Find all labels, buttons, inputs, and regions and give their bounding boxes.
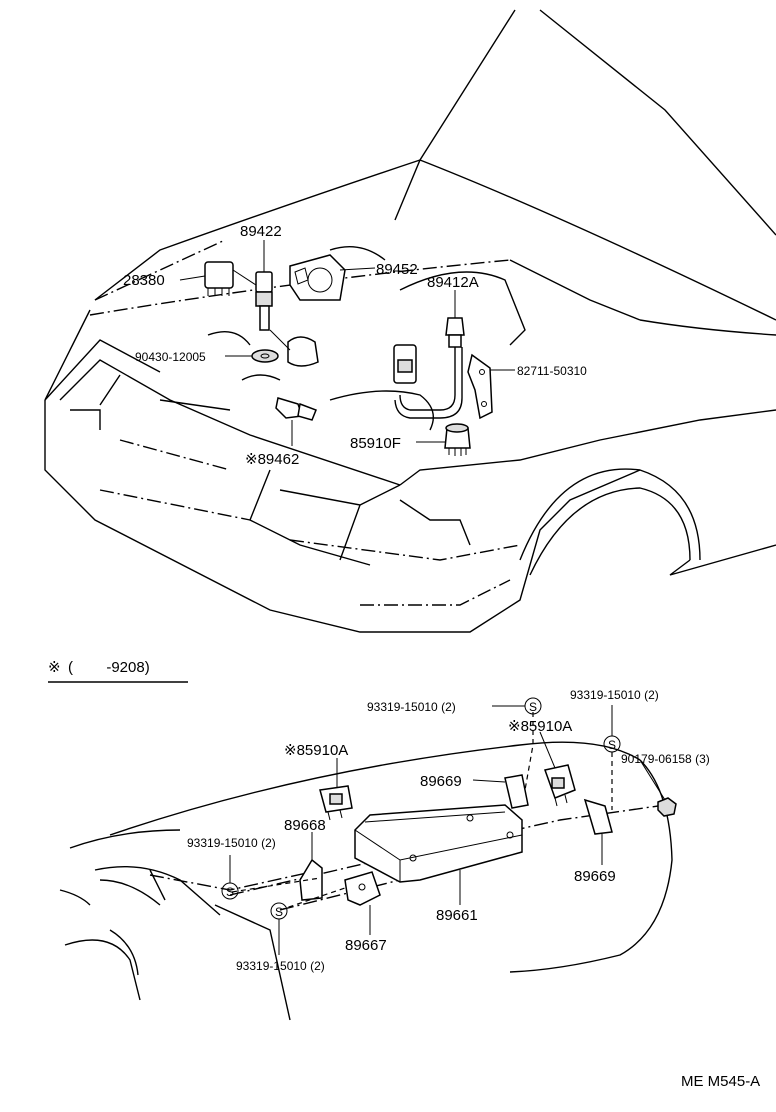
connector-85910F-drawing	[444, 423, 471, 456]
label-90430-12005: 90430-12005	[135, 350, 206, 364]
drawing-code: ME M545-A	[681, 1073, 760, 1090]
screw-bottom-mark: S	[275, 905, 283, 919]
screws: S S S S	[221, 697, 621, 955]
label-90179-06158: 90179-06158 (3)	[621, 752, 710, 766]
screw-bottom: S	[270, 902, 288, 920]
screw-right-mark: S	[608, 738, 616, 752]
ecu-89661-drawing	[354, 804, 523, 883]
label-89669-top: 89669	[420, 773, 462, 790]
relay-85910A-left-drawing	[319, 785, 353, 821]
sensor-89422-drawing	[255, 271, 273, 331]
sensor-89462-drawing	[275, 397, 317, 421]
nut-90179-drawing	[657, 797, 677, 817]
label-89412A: 89412A	[427, 274, 479, 291]
upper-car-outline	[44, 9, 776, 633]
label-93319-top: 93319-15010 (2)	[367, 700, 456, 714]
bracket-89667-drawing	[344, 871, 381, 906]
screw-left-mark: S	[226, 885, 234, 899]
label-85910A-center: ※85910A	[508, 718, 572, 735]
label-85910F: 85910F	[350, 435, 401, 452]
lower-parts	[231, 712, 677, 935]
bracket-82711-drawing	[467, 353, 493, 420]
label-89422: 89422	[240, 223, 282, 240]
relay-28380-drawing	[204, 261, 234, 296]
cap-drawing	[287, 336, 319, 367]
lower-labels: 93319-15010 (2) 93319-15010 (2) ※85910A …	[187, 688, 710, 973]
label-89667: 89667	[345, 937, 387, 954]
label-28380: 28380	[123, 272, 165, 289]
label-93319-right: 93319-15010 (2)	[570, 688, 659, 702]
applicability-note: ※ ( -9208)	[48, 659, 188, 683]
label-89452: 89452	[376, 261, 418, 278]
screw-right: S	[603, 735, 621, 753]
screw-top: S	[524, 697, 542, 715]
washer-90430-drawing	[251, 349, 279, 363]
screw-top-mark: S	[529, 700, 537, 714]
bracket-89669-top-drawing	[504, 774, 529, 809]
bracket-89669-right-drawing	[583, 798, 613, 835]
upper-labels: 28380 89422 89452 89412A 90430-12005 827…	[123, 223, 587, 468]
label-82711-50310: 82711-50310	[517, 364, 587, 378]
label-89462: ※89462	[245, 451, 299, 468]
label-85910A-left: ※85910A	[284, 742, 348, 759]
legend-range: ( -9208)	[68, 659, 150, 676]
legend-mark: ※	[48, 659, 61, 676]
sensor-89412A-drawing	[393, 317, 465, 419]
upper-parts	[179, 240, 515, 456]
label-89661: 89661	[436, 907, 478, 924]
label-93319-left: 93319-15010 (2)	[187, 836, 276, 850]
label-89669-right: 89669	[574, 868, 616, 885]
relay-85910A-center-drawing	[544, 764, 576, 807]
sensor-89452-drawing	[289, 254, 346, 301]
bracket-89668-drawing	[299, 858, 323, 901]
label-89668: 89668	[284, 817, 326, 834]
label-93319-bottom: 93319-15010 (2)	[236, 959, 325, 973]
